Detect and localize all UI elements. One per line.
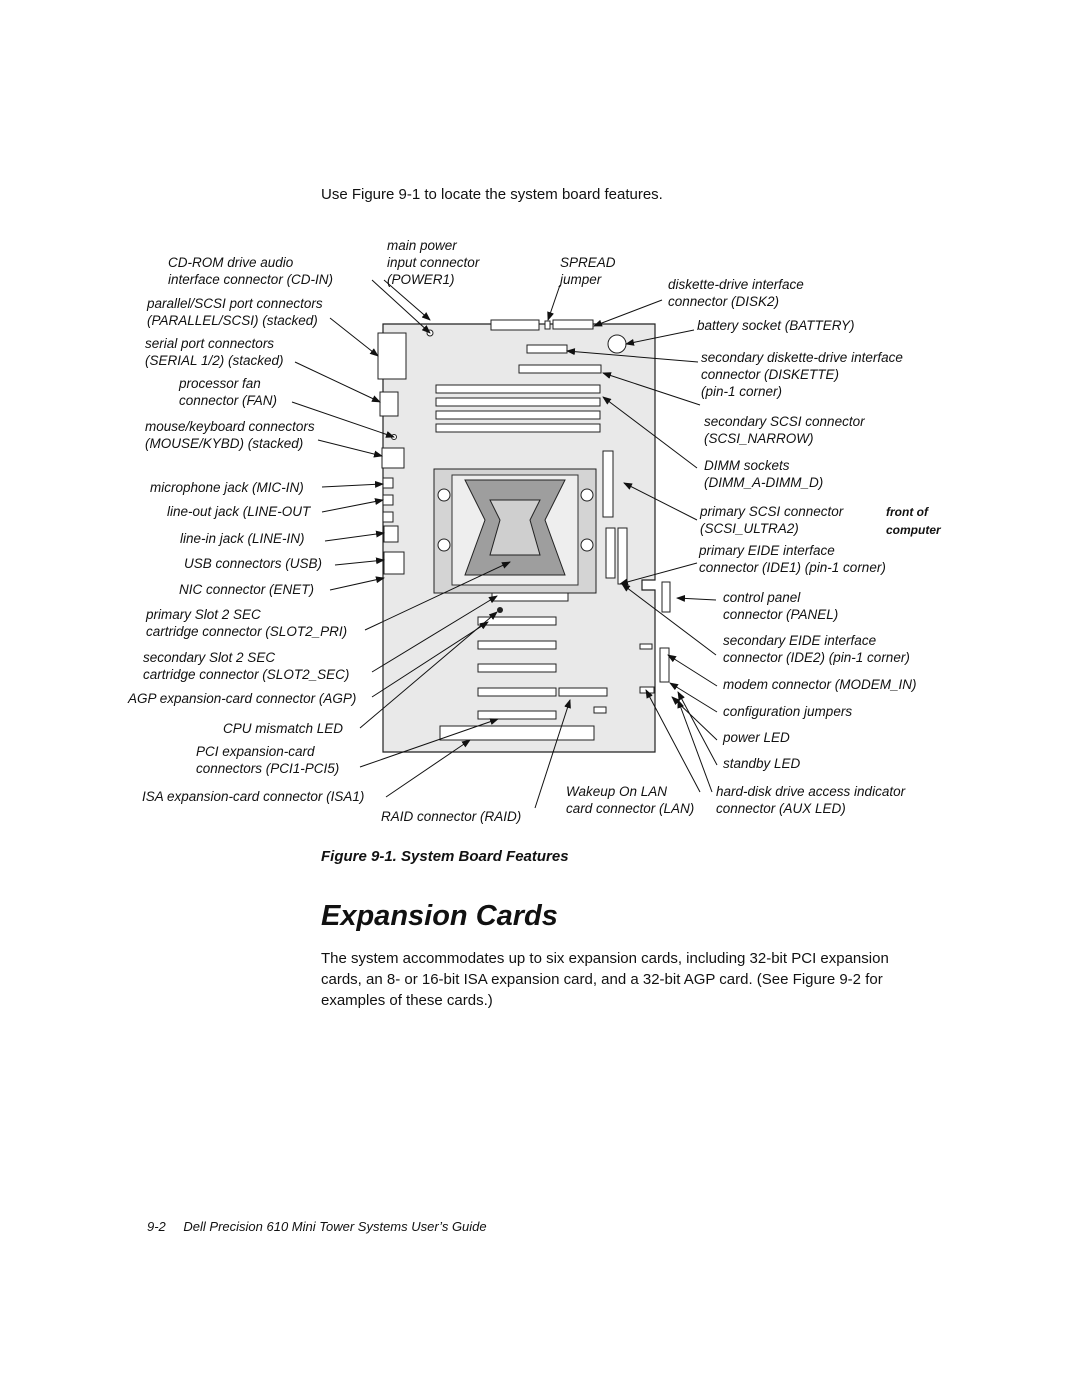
intro-text: Use Figure 9-1 to locate the system boar… <box>321 186 663 203</box>
spread-shape <box>544 320 551 330</box>
disk2-shape <box>552 319 594 330</box>
modem-shape <box>639 643 653 650</box>
diskette-shape <box>526 344 568 354</box>
label-modem: modem connector (MODEM_IN) <box>723 677 917 692</box>
page-footer: 9-2 Dell Precision 610 Mini Tower System… <box>147 1219 487 1234</box>
label-battery: battery socket (BATTERY) <box>697 318 855 333</box>
aux-led-shape <box>593 706 607 714</box>
usb-shape <box>383 525 399 543</box>
kybd-port-shape <box>381 447 405 469</box>
label-nic: NIC connector (ENET) <box>179 582 315 597</box>
body-paragraph: The system accommodates up to six expans… <box>321 950 889 1009</box>
cpu-mismatch-led <box>497 607 503 613</box>
footer-title: Dell Precision 610 Mini Tower Systems Us… <box>183 1219 487 1234</box>
panel-shape <box>661 581 671 613</box>
label-mic-in: microphone jack (MIC-IN) <box>150 480 304 495</box>
label-parallel-scsi: parallel/SCSI port connectors(PARALLEL/S… <box>147 296 323 328</box>
audio-jack-1 <box>382 477 394 489</box>
label-isa: ISA expansion-card connector (ISA1) <box>142 789 365 804</box>
label-pri-scsi: primary SCSI connector(SCSI_ULTRA2) <box>700 504 844 536</box>
label-cpu-mismatch: CPU mismatch LED <box>223 721 344 736</box>
scsi-ultra2-shape <box>602 450 614 518</box>
ide1-shape <box>605 527 616 579</box>
page-number: 9-2 <box>147 1219 166 1234</box>
label-agp: AGP expansion-card connector (AGP) <box>128 691 357 706</box>
serial-port-shape <box>379 391 399 417</box>
label-mouse-kybd: mouse/keyboard connectors(MOUSE/KYBD) (s… <box>145 419 315 451</box>
section-title: Expansion Cards <box>321 900 558 932</box>
figure-caption: Figure 9-1. System Board Features <box>321 848 569 865</box>
label-line-in: line-in jack (LINE-IN) <box>180 531 305 546</box>
system-board-diagram <box>291 279 718 809</box>
scsi-narrow-shape <box>518 364 602 374</box>
nic-shape <box>383 551 405 575</box>
audio-jack-3 <box>382 511 394 523</box>
power1-shape <box>490 319 540 331</box>
label-line-out: line-out jack (LINE-OUT <box>167 504 311 519</box>
ide1b-shape <box>617 527 628 585</box>
parallel-port-shape <box>377 332 407 380</box>
audio-jack-2 <box>382 494 394 506</box>
ide2-shape <box>659 647 670 683</box>
label-serial: serial port connectors(SERIAL 1/2) (stac… <box>145 336 284 368</box>
front-of-computer-label: front of computer <box>886 505 941 537</box>
battery-shape <box>607 334 627 354</box>
label-raid: RAID connector (RAID) <box>381 809 522 824</box>
label-sec-scsi: secondary SCSI connector(SCSI_NARROW) <box>704 414 865 446</box>
label-dimm: DIMM sockets(DIMM_A-DIMM_D) <box>704 458 824 490</box>
label-config-jumpers: configuration jumpers <box>723 704 853 719</box>
label-power-led: power LED <box>723 730 790 745</box>
label-standby-led: standby LED <box>723 756 801 771</box>
label-usb: USB connectors (USB) <box>184 556 323 571</box>
